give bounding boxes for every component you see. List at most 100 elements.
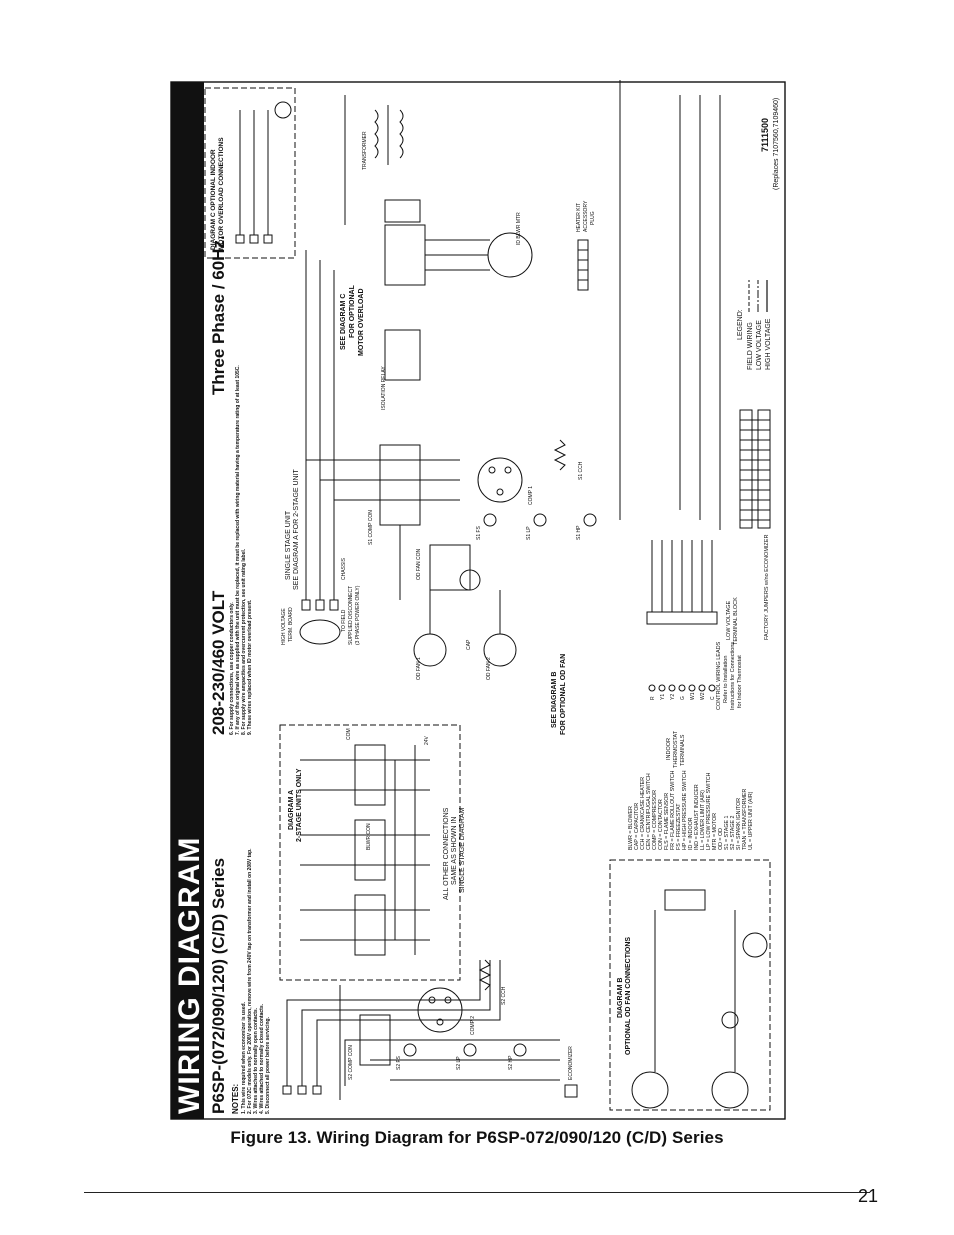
s2-cch-label: S2 CCH [501,986,507,1005]
see-c-2: FOR OPTIONAL [349,284,356,338]
abbreviation-11: IND = EXHAUST INDUCER [694,784,700,850]
single-stage-title: SINGLE STAGE UNIT [285,510,292,580]
notes-left: 1. This wire required when economizer is… [241,848,271,1114]
note-7: 7. If any of the original wire as suppli… [235,365,241,735]
see-c-3: MOTOR OVERLOAD [358,288,365,356]
diagram-a-contactors [300,744,430,956]
thermostat-label-3: TERMINALS [680,734,686,766]
s2-hp-label: S2 HP [508,1055,514,1070]
diagram-frame [170,81,786,1120]
note-2: 2. For 072C models only. For 208V operat… [247,848,253,1114]
abbreviation-18: SI = SPARK IGNITOR [736,798,742,850]
diagram-b-title: DIAGRAM B [617,978,624,1018]
abbreviation-2: CCH = CRANKCASE HEATER [640,777,646,850]
all-other-2: SAME AS SHOWN IN [451,817,458,885]
s1-fs-label: S1 FS [476,525,482,540]
see-c-1: SEE DIAGRAM C [340,294,347,350]
diagram-a-title: DIAGRAM A [288,790,295,830]
abbreviation-15: OD = OD [718,828,724,850]
all-other-1: ALL OTHER CONNECTIONS [443,807,450,900]
voltage-title: 208-230/460 VOLT [209,590,228,735]
od-fan-motors [413,569,517,667]
control-leads-1: CONTROL WIRING LEADS [716,641,722,710]
hv-block-label: HIGH VOLTAGE [281,608,287,645]
note-1: 1. This wire required when economizer is… [241,1001,247,1114]
abbreviation-4: COMP = COMPRESSOR [652,790,658,850]
od-fan-2-label: OD FAN 2 [486,657,492,680]
s2-cch-heater [478,959,492,991]
economizer-plug-label: ECONOMIZER [568,1046,574,1080]
isolation-relay-label: ISOLATION RELAY [381,366,387,410]
legend-high-voltage: HIGH VOLTAGE [765,318,772,370]
s1-lp-label: S1 LP [526,526,532,540]
heater-plug-1: HEATER KIT [576,203,582,232]
low-voltage-block-2: TERMINAL BLOCK [733,597,739,645]
s1-cch-label: S1 CCH [578,461,584,480]
id-blwr-label: ID BLWR MTR [516,212,522,245]
note-6: 6. For supply connections, use copper co… [229,602,235,735]
od-fan-con-label: OD FAN CON [416,548,422,580]
od-fan-1-label: OD FAN 1 [416,657,422,680]
diagram-a-box [279,724,461,981]
jumpers-note: FACTORY JUMPERS w/no ECONOMIZER [764,535,770,640]
notes-heading: NOTES: [231,1084,240,1114]
abbreviation-5: CON = CONTACTOR [658,799,664,850]
thermostat-terminal-r: R [650,696,656,700]
diagram-b-subtitle: OPTIONAL OD FAN CONNECTIONS [625,937,632,1055]
diagram-c-title: DIAGRAM C OPTIONAL INDOOR [210,149,217,250]
label-com: COM [346,728,352,740]
note-8: 8. For supply wire ampacities and overcu… [241,548,247,735]
s2-fs-label: S2 FS [396,1055,402,1070]
abbreviation-7: FR = FLAME ROLLOUT SWITCH [670,770,676,850]
thermostat-terminal-y1: Y1 [660,694,666,700]
diagram-c-box [204,87,296,259]
thermostat-terminal-w1: W1 [690,692,696,700]
hv-terminal-board [299,520,341,645]
replaces-note: (Replaces 7107560,7109460) [773,98,780,190]
diagram-b-fans [631,889,768,1109]
comp-2-motor [417,987,463,1033]
figure-caption: Figure 13. Wiring Diagram for P6SP-072/0… [230,1128,724,1147]
abbreviation-13: LP = LOW PRESSURE SWITCH [706,772,712,850]
comp-1-motor [477,457,523,503]
diagram-c-subtitle: MOTOR OVERLOAD CONNECTIONS [218,137,225,250]
note-4: 4. Wires attached to normally closed con… [259,1003,265,1114]
comp-2-label: COMP 2 [470,1016,476,1035]
abbreviation-6: FLS = FLAME SENSOR [664,793,670,850]
control-leads-2: Refer to Installation [723,656,729,703]
page-number: 21 [858,1186,879,1206]
s1-cch-heater [553,439,567,471]
control-leads-4: for Indoor Thermostat [737,655,743,708]
abbreviation-10: ID = INDOOR [688,817,694,850]
footer-rule [84,1192,870,1193]
thermostat-terminals [646,540,718,692]
control-leads-3: Instructions for Connections [730,642,736,710]
abbreviation-0: BLWR = BLOWER [628,806,634,850]
transformer-label: TRANSFORMER [362,131,368,170]
thermostat-terminal-c: C [710,696,716,700]
abbreviation-1: CAP = CAPACITOR [634,803,640,850]
diagram-b-box [609,859,771,1111]
phase-title: Three Phase / 60Hz. [209,235,228,395]
abbreviation-12: LL = LOWER LIMIT (AIR) [700,790,706,850]
title-banner [171,82,204,1119]
notes-right: 6. For supply connections, use copper co… [229,365,253,735]
see-b-2: FOR OPTIONAL OD FAN [560,654,567,735]
see-b-1: SEE DIAGRAM B [551,672,558,728]
abbreviations: BLWR = BLOWER CAP = CAPACITOR CCH = CRAN… [628,770,754,850]
low-voltage-terminal-strip [739,409,771,529]
single-stage-subtitle: SEE DIAGRAM A FOR 2-STAGE UNIT [293,468,300,590]
field-supply-1: TO FIELD [341,609,347,632]
abbreviation-9: HP = HIGH PRESSURE SWITCH [682,770,688,850]
pressure-switches [403,513,597,1057]
abbreviation-20: UL = UPPER UNIT (AIR) [748,791,754,850]
legend-title: LEGEND: [737,309,744,340]
heater-kit-plug [577,239,589,291]
s2-comp-con-label: S2 COMP CON [348,1045,354,1080]
thermostat-terminal-y2: Y2 [670,694,676,700]
abbreviation-8: FS = FREEZESTAT [676,803,682,850]
diagram-c-wiring [235,101,292,244]
s1-hp-label: S1 HP [576,525,582,540]
